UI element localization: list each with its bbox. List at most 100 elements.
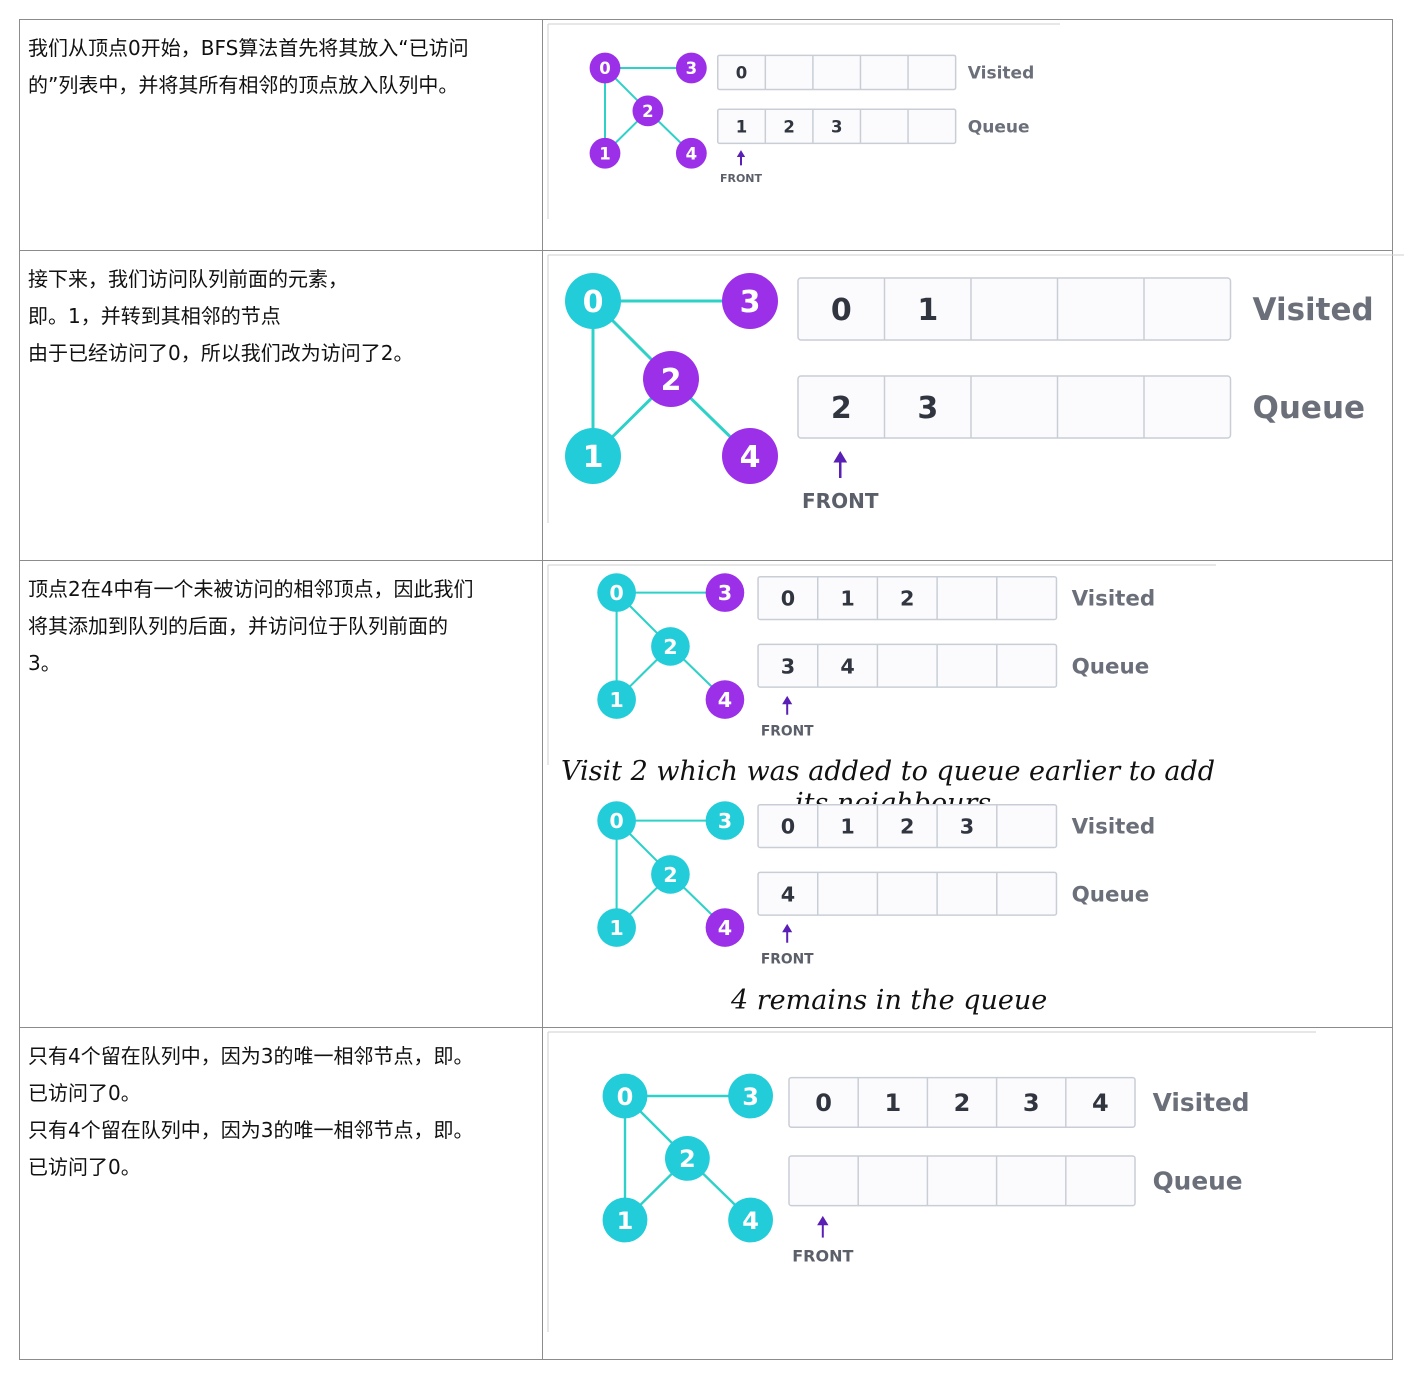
table-row: 我们从顶点0开始，BFS算法首先将其放入“已访问 的”列表中，并将其所有相邻的顶…	[19, 19, 1393, 251]
front-label: FRONT	[792, 1247, 853, 1266]
text-line: 即。1，并转到其相邻的节点	[28, 304, 281, 328]
graph-node-label: 2	[661, 363, 682, 398]
graph-node-label: 3	[718, 809, 732, 833]
queue-box	[757, 643, 1058, 688]
visited-cell-value: 0	[781, 815, 795, 839]
visited-cell-value: 2	[954, 1089, 971, 1117]
graph-node-label: 0	[609, 581, 623, 605]
graph-node-4	[722, 428, 778, 484]
front-arrow-head	[817, 1215, 829, 1226]
graph-node-3	[722, 273, 778, 329]
queue-label: Queue	[1072, 654, 1150, 679]
graph-node-label: 4	[742, 1207, 759, 1235]
visited-label: Visited	[1072, 815, 1156, 840]
graph-node-label: 2	[663, 635, 677, 659]
graph-node-label: 0	[599, 59, 610, 78]
graph-node-1	[597, 680, 636, 719]
queue-label: Queue	[1153, 1167, 1243, 1196]
visited-cell-value: 3	[1023, 1089, 1040, 1117]
graph-node-label: 3	[742, 1083, 759, 1111]
text-line: 已访问了0。	[28, 1155, 141, 1179]
graph-node-label: 0	[609, 809, 623, 833]
text-line: 接下来，我们访问队列前面的元素，	[28, 267, 348, 291]
graph-node-2	[643, 351, 699, 407]
graph-node-label: 4	[718, 916, 732, 940]
graph-node-label: 4	[718, 688, 732, 712]
queue-cell-value: 2	[831, 391, 852, 426]
graph-node-label: 2	[642, 102, 653, 121]
text-line: 将其添加到队列的后面，并访问位于队列前面的	[28, 614, 448, 638]
graph-node-1	[565, 428, 621, 484]
graph-node-label: 1	[617, 1207, 634, 1235]
graph-node-2	[651, 855, 690, 894]
queue-box	[788, 1155, 1136, 1207]
table-row: 顶点2在4中有一个未被访问的相邻顶点，因此我们 将其添加到队列的后面，并访问位于…	[19, 560, 1393, 1028]
visited-box	[797, 277, 1232, 341]
text-line: 只有4个留在队列中，因为3的唯一相邻节点，即。	[28, 1118, 474, 1142]
visited-box	[717, 54, 957, 91]
graph-node-4	[705, 680, 745, 719]
graph-node-label: 3	[740, 285, 761, 320]
text-line: 只有4个留在队列中，因为3的唯一相邻节点，即。	[28, 1044, 474, 1068]
front-label: FRONT	[761, 723, 814, 739]
queue-box	[757, 871, 1058, 916]
graph-node-1	[589, 137, 621, 169]
queue-cell-value: 4	[840, 654, 854, 678]
table-row: 只有4个留在队列中，因为3的唯一相邻节点，即。 已访问了0。 只有4个留在队列中…	[19, 1027, 1393, 1360]
queue-cell-value: 3	[831, 117, 842, 136]
front-arrow-head	[736, 150, 746, 158]
step-text: 我们从顶点0开始，BFS算法首先将其放入“已访问 的”列表中，并将其所有相邻的顶…	[19, 19, 543, 251]
visited-label: Visited	[1153, 1088, 1250, 1117]
visited-box	[788, 1076, 1136, 1128]
graph-node-0	[565, 273, 621, 329]
queue-cell-value: 3	[917, 391, 938, 426]
visited-label: Visited	[1072, 587, 1156, 612]
graph-node-label: 1	[599, 144, 610, 163]
visited-cell-value: 0	[781, 587, 795, 611]
queue-cell-value: 1	[736, 117, 747, 136]
front-label: FRONT	[761, 951, 814, 967]
graph-node-4	[675, 137, 707, 169]
visited-cell-value: 1	[884, 1089, 901, 1117]
visited-cell-value: 3	[960, 815, 974, 839]
queue-label: Queue	[1072, 882, 1150, 907]
visited-box	[757, 575, 1058, 621]
front-arrow-head	[782, 923, 793, 933]
graph-node-label: 0	[617, 1083, 634, 1111]
visited-cell-value: 0	[736, 63, 747, 82]
graph-node-label: 4	[686, 144, 697, 163]
graph-node-label: 3	[686, 59, 697, 78]
caption-4-remains: 4 remains in the queue	[730, 985, 1047, 1016]
graph-node-2	[632, 95, 664, 127]
step-text: 只有4个留在队列中，因为3的唯一相邻节点，即。 已访问了0。 只有4个留在队列中…	[19, 1027, 543, 1360]
queue-cell-value: 3	[781, 654, 795, 678]
queue-box	[717, 108, 957, 145]
text-line: 顶点2在4中有一个未被访问的相邻顶点，因此我们	[28, 577, 474, 601]
graph-node-label: 1	[609, 916, 623, 940]
text-line: 由于已经访问了0，所以我们改为访问了2。	[28, 341, 414, 365]
graph-node-2	[665, 1136, 710, 1181]
visited-cell-value: 1	[840, 587, 854, 611]
visited-cell-value: 0	[815, 1089, 832, 1117]
visited-cell-value: 4	[1092, 1089, 1109, 1117]
graph-node-3	[705, 801, 745, 840]
visited-cell-value: 1	[840, 815, 854, 839]
graph-node-3	[705, 573, 745, 612]
graph-node-1	[597, 908, 636, 947]
queue-label: Queue	[1253, 390, 1366, 426]
graph-node-3	[728, 1073, 773, 1119]
graph-node-label: 0	[583, 285, 604, 320]
graph-node-label: 1	[609, 688, 623, 712]
text-line: 我们从顶点0开始，BFS算法首先将其放入“已访问	[28, 36, 469, 60]
front-arrow-head	[833, 451, 848, 463]
step-text: 顶点2在4中有一个未被访问的相邻顶点，因此我们 将其添加到队列的后面，并访问位于…	[19, 560, 543, 1028]
graph-node-0	[597, 801, 636, 840]
